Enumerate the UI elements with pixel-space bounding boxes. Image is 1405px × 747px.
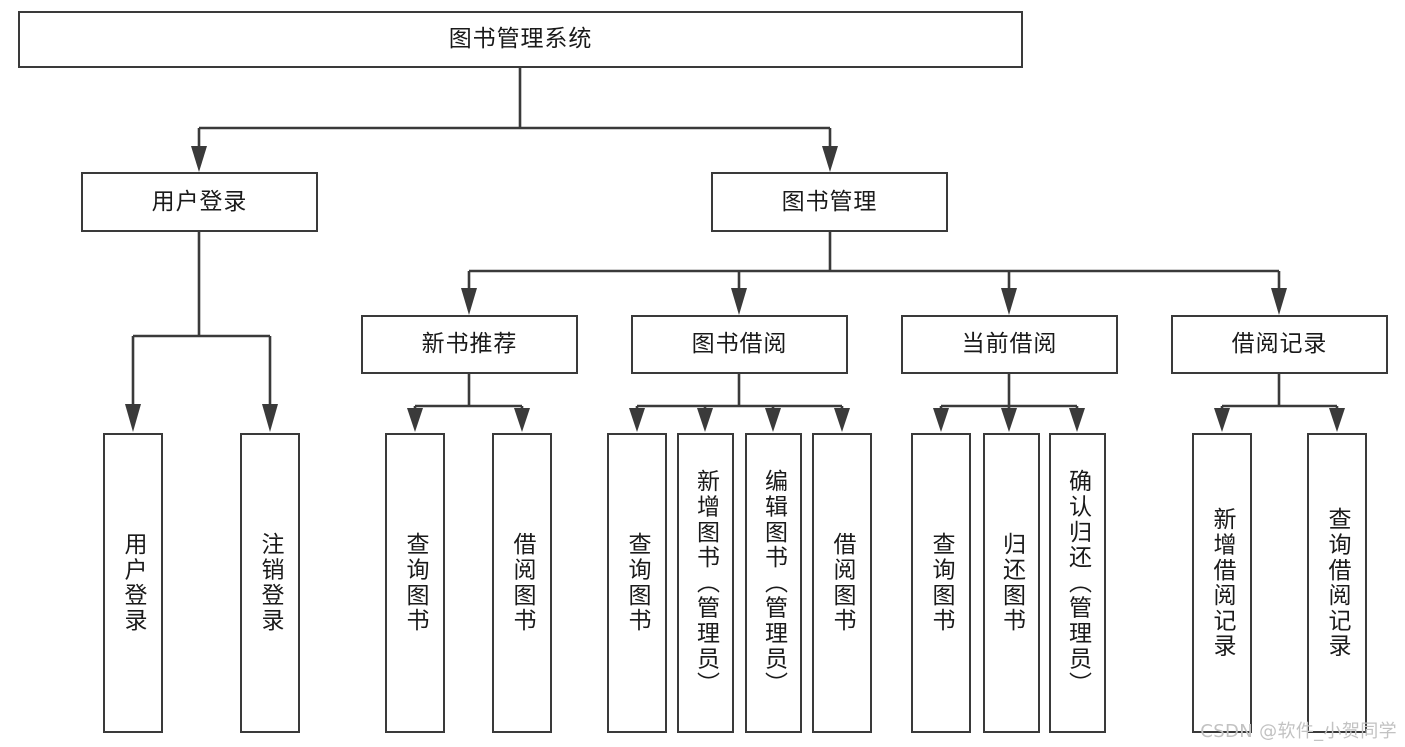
node-label: 确认归还（管理员） [1064,469,1091,697]
node-label: 用户登录 [151,188,248,215]
node-label: 新增图书（管理员） [692,469,719,697]
node-label: 查询图书 [624,532,651,634]
node-new-book-recommendation[interactable]: 新书推荐 [361,315,578,374]
node-borrow-records[interactable]: 借阅记录 [1171,315,1388,374]
connector-records-to-leaves [1214,374,1345,432]
leaf-query-borrow-record[interactable]: 查询借阅记录 [1307,433,1367,733]
leaf-borrow-books[interactable]: 借阅图书 [812,433,872,733]
leaf-add-borrow-record[interactable]: 新增借阅记录 [1192,433,1252,733]
connector-bookmgmt-to-level3 [461,232,1287,315]
leaf-query-books-newbook[interactable]: 查询图书 [385,433,445,733]
leaf-borrow-books-newbook[interactable]: 借阅图书 [492,433,552,733]
leaf-return-books[interactable]: 归还图书 [983,433,1040,733]
node-book-borrowing[interactable]: 图书借阅 [631,315,848,374]
connector-userlogin-to-leaves [125,232,278,432]
node-label: 当前借阅 [961,331,1058,358]
connector-borrow-to-leaves [629,374,850,432]
node-label: 注销登录 [257,532,284,634]
node-user-login[interactable]: 用户登录 [81,172,318,232]
node-label: 用户登录 [120,532,147,634]
node-label: 图书管理 [781,188,878,215]
node-label: 新增借阅记录 [1209,507,1236,659]
node-label: 归还图书 [998,532,1025,634]
node-label: 图书管理系统 [448,26,593,53]
leaf-confirm-return-admin[interactable]: 确认归还（管理员） [1049,433,1106,733]
node-label: 查询图书 [402,532,429,634]
leaf-edit-book-admin[interactable]: 编辑图书（管理员） [745,433,802,733]
connector-root-to-level2 [191,68,838,172]
leaf-query-books-borrow[interactable]: 查询图书 [607,433,667,733]
node-label: 借阅记录 [1231,331,1328,358]
node-label: 查询借阅记录 [1324,507,1351,659]
node-label: 借阅图书 [829,532,856,634]
leaf-user-login[interactable]: 用户登录 [103,433,163,733]
leaf-logout[interactable]: 注销登录 [240,433,300,733]
node-label: 新书推荐 [421,331,518,358]
node-current-borrowing[interactable]: 当前借阅 [901,315,1118,374]
connector-newbook-to-leaves [407,374,530,432]
node-book-management[interactable]: 图书管理 [711,172,948,232]
connector-current-to-leaves [933,374,1085,432]
node-label: 图书借阅 [691,331,788,358]
csdn-watermark: CSDN @软件_小贺同学 [1200,721,1397,742]
node-root-book-management-system[interactable]: 图书管理系统 [18,11,1023,68]
leaf-query-books-current[interactable]: 查询图书 [911,433,971,733]
leaf-add-book-admin[interactable]: 新增图书（管理员） [677,433,734,733]
node-label: 查询图书 [928,532,955,634]
node-label: 编辑图书（管理员） [760,469,787,697]
node-label: 借阅图书 [509,532,536,634]
